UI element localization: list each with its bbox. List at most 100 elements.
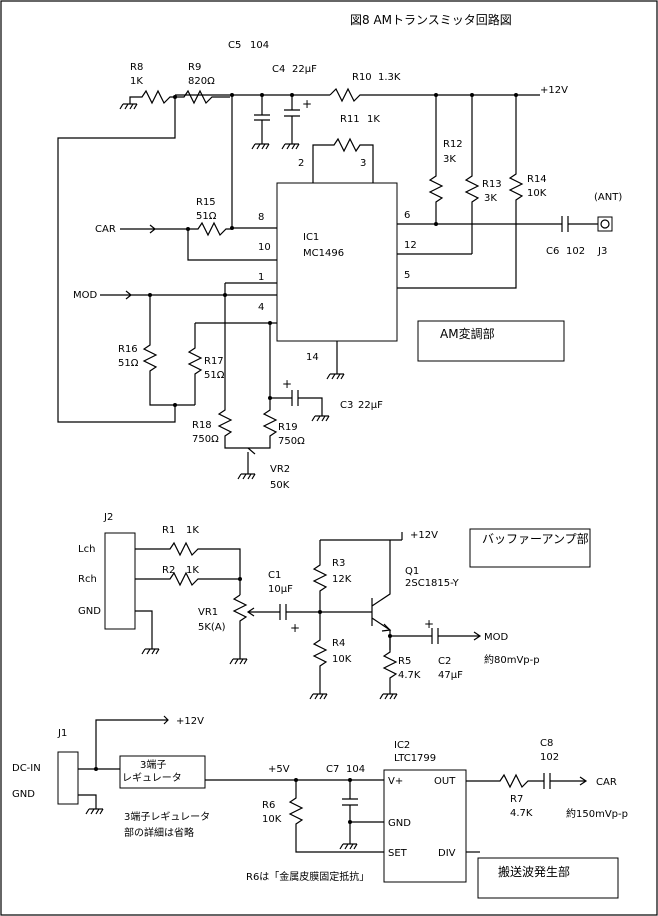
r7-ref: R7 xyxy=(510,794,523,805)
c1-plus: + xyxy=(290,621,300,635)
r7-val: 4.7K xyxy=(510,808,533,819)
j1-gnd: GND xyxy=(12,789,35,800)
carrier-label: 搬送波発生部 xyxy=(498,864,570,879)
c7-ref: C7 xyxy=(326,764,339,775)
ic1-pin10: 10 xyxy=(258,242,271,253)
r19-val: 750Ω xyxy=(278,436,305,447)
r14-ref: R14 xyxy=(527,174,547,185)
am-mod-label: AM変調部 xyxy=(440,326,495,341)
mod-in-label: MOD xyxy=(73,290,97,301)
vr2-ref: VR2 xyxy=(270,464,290,475)
r16-val: 51Ω xyxy=(118,358,139,369)
r16-ref: R16 xyxy=(118,344,138,355)
j1-ref: J1 xyxy=(57,728,67,739)
r6-note: R6は「金属皮膜固定抵抗」 xyxy=(246,870,369,883)
plus12-label-buffer: +12V xyxy=(410,530,438,541)
j2-rch: Rch xyxy=(78,574,97,585)
car-in-label: CAR xyxy=(95,224,116,235)
ic2-ref: IC2 xyxy=(394,740,410,751)
r17-ref: R17 xyxy=(204,356,224,367)
ic1-pin4: 4 xyxy=(258,302,264,313)
vr2-val: 50K xyxy=(270,480,290,491)
r5-val: 4.7K xyxy=(398,670,421,681)
ic1-pin5: 5 xyxy=(404,270,410,281)
r11-val: 1K xyxy=(367,114,380,125)
c4-val: 22μF xyxy=(292,64,317,75)
j2-ref: J2 xyxy=(103,512,113,523)
r19-ref: R19 xyxy=(278,422,298,433)
r6-ref: R6 xyxy=(262,800,275,811)
c8-ref: C8 xyxy=(540,738,553,749)
ic1-pin1: 1 xyxy=(258,272,264,283)
ic1-pin8: 8 xyxy=(258,212,264,223)
r3-val: 12K xyxy=(332,574,352,585)
q1-val: 2SC1815-Y xyxy=(405,578,460,589)
c6-ref: C6 xyxy=(546,246,559,257)
ic2-pin-set: SET xyxy=(388,848,408,859)
vr1-val: 5K(A) xyxy=(198,622,226,633)
c3-plus: + xyxy=(282,377,292,391)
car-level: 約150mVp-p xyxy=(566,807,628,820)
c6-val: 102 xyxy=(566,246,585,257)
reg-line1: 3端子 xyxy=(140,758,166,771)
c3-ref: C3 xyxy=(340,400,353,411)
r10-val: 1.3K xyxy=(378,72,401,83)
r13-ref: R13 xyxy=(482,179,502,190)
c2-val: 47μF xyxy=(438,670,463,681)
ic2-box xyxy=(383,769,467,883)
mod-level: 約80mVp-p xyxy=(484,653,540,666)
carrier-box xyxy=(477,857,619,899)
regulator-box xyxy=(119,755,206,789)
r12-ref: R12 xyxy=(443,139,463,150)
j1-dcin: DC-IN xyxy=(12,763,41,774)
j2-gnd: GND xyxy=(78,606,101,617)
r17-val: 51Ω xyxy=(204,370,225,381)
c4-ref: C4 xyxy=(272,64,285,75)
r14-val: 10K xyxy=(527,188,547,199)
ic1-pin6: 6 xyxy=(404,210,410,221)
r3-ref: R3 xyxy=(332,558,345,569)
ic2-part: LTC1799 xyxy=(394,753,436,764)
c1-ref: C1 xyxy=(268,570,281,581)
c3-val: 22μF xyxy=(358,400,383,411)
am-mod-box xyxy=(417,320,565,362)
c2-plus: + xyxy=(424,617,434,631)
ic1-part: MC1496 xyxy=(303,248,344,259)
ic1-ref: IC1 xyxy=(303,232,319,243)
r4-ref: R4 xyxy=(332,638,345,649)
plus12-label-carrier: +12V xyxy=(176,716,204,727)
r6-val: 10K xyxy=(262,814,282,825)
page-title: 図8 AMトランスミッタ回路図 xyxy=(350,12,512,27)
buffer-label: バッファーアンプ部 xyxy=(482,531,589,546)
j2-lch: Lch xyxy=(78,544,95,555)
ic2-pin-gnd: GND xyxy=(388,818,411,829)
c5-ref: C5 xyxy=(228,40,241,51)
ic2-pin-out: OUT xyxy=(434,776,456,787)
r18-ref: R18 xyxy=(192,420,212,431)
r1-val: 1K xyxy=(186,525,199,536)
r2-val: 1K xyxy=(186,565,199,576)
reg-note2: 部の詳細は省略 xyxy=(124,826,194,839)
vr1-ref: VR1 xyxy=(198,607,218,618)
ic2-pin-vplus: V+ xyxy=(388,776,403,787)
r15-val: 51Ω xyxy=(196,211,217,222)
reg-note1: 3端子レギュレータ xyxy=(124,810,210,823)
c8-val: 102 xyxy=(540,752,559,763)
q1-ref: Q1 xyxy=(405,566,419,577)
ic1-box xyxy=(276,182,398,342)
r5-ref: R5 xyxy=(398,656,411,667)
r8-ref: R8 xyxy=(130,62,143,73)
c5-val: 104 xyxy=(250,40,269,51)
r2-ref: R2 xyxy=(162,565,175,576)
mod-out-label: MOD xyxy=(484,632,508,643)
c2-ref: C2 xyxy=(438,656,451,667)
r4-val: 10K xyxy=(332,654,352,665)
r8-val: 1K xyxy=(130,76,143,87)
r10-ref: R10 xyxy=(352,72,372,83)
r9-val: 820Ω xyxy=(188,76,215,87)
reg-line2: レギュレータ xyxy=(122,772,182,784)
j1-jack xyxy=(57,751,79,805)
c4-plus: + xyxy=(302,97,312,111)
j3-jack xyxy=(597,216,613,232)
